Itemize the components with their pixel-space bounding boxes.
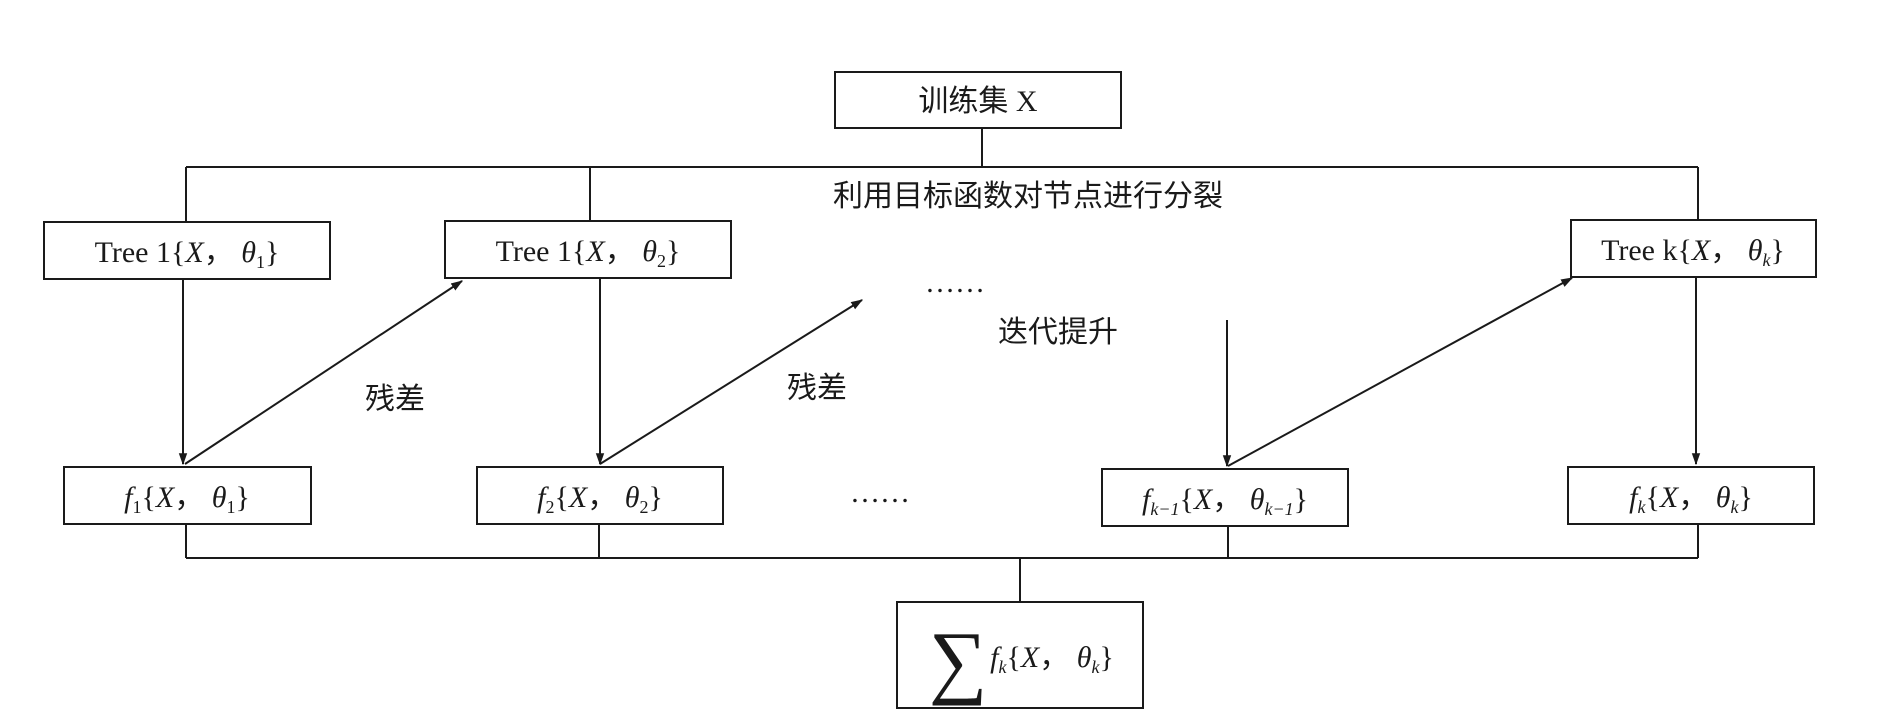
sum-tsub: k bbox=[1091, 657, 1100, 677]
f2-tsub: 2 bbox=[639, 497, 648, 517]
fk-theta: θ bbox=[1716, 481, 1731, 514]
tree-1-sub: 1 bbox=[256, 252, 265, 272]
tree-k-label: Tree k{X， θk} bbox=[1601, 234, 1785, 270]
f1-box bbox=[63, 466, 312, 525]
fk-fsub: k bbox=[1637, 497, 1646, 517]
sum-x: X bbox=[1020, 641, 1041, 674]
dots-top: …… bbox=[925, 266, 985, 299]
connectors bbox=[185, 128, 1699, 602]
tree-2-x: X bbox=[585, 235, 606, 268]
f1-fsub: 1 bbox=[132, 497, 141, 517]
tree-k-x: X bbox=[1691, 234, 1712, 267]
tree-1-theta: θ bbox=[241, 236, 256, 269]
split-label: 利用目标函数对节点进行分裂 bbox=[833, 180, 1223, 213]
fk-1-theta: θ bbox=[1250, 483, 1265, 516]
tree-2-box bbox=[444, 220, 732, 279]
iter-label: 迭代提升 bbox=[998, 316, 1118, 349]
f1-x: X bbox=[155, 481, 176, 514]
residual-label-1: 残差 bbox=[365, 383, 425, 416]
tree-2-theta: θ bbox=[642, 235, 657, 268]
tree-k-name: Tree k bbox=[1601, 234, 1677, 267]
f1-tsub: 1 bbox=[226, 497, 235, 517]
tree-2-name: Tree 1 bbox=[496, 235, 572, 268]
f2-x: X bbox=[568, 481, 589, 514]
f1-theta: θ bbox=[212, 481, 227, 514]
fk-1-x: X bbox=[1193, 483, 1214, 516]
training-set-label: 训练集 X bbox=[918, 85, 1037, 118]
f2-theta: θ bbox=[625, 481, 640, 514]
fk-box bbox=[1567, 466, 1815, 525]
tree-k-sub: k bbox=[1762, 250, 1771, 270]
tree-k-theta: θ bbox=[1748, 234, 1763, 267]
sum-symbol: ∑ bbox=[929, 615, 987, 706]
sum-box bbox=[896, 601, 1144, 709]
arrow-residual-2 bbox=[599, 299, 864, 465]
arrows bbox=[178, 277, 1701, 468]
tree-1-label: Tree 1{X， θ1} bbox=[95, 236, 280, 272]
tree-2-label: Tree 1{X， θ2} bbox=[496, 235, 681, 271]
tree-2-sub: 2 bbox=[657, 251, 666, 271]
tree-1-x: X bbox=[184, 236, 205, 269]
tree-1-name: Tree 1 bbox=[95, 236, 171, 269]
tree-1-box bbox=[43, 221, 331, 280]
fk-1-label: fk−1{X， θk−1} bbox=[1142, 483, 1308, 519]
sum-theta: θ bbox=[1077, 641, 1092, 674]
sum-expression: fk{X， θk} bbox=[990, 641, 1114, 677]
f2-box bbox=[476, 466, 724, 525]
f2-fsub: 2 bbox=[545, 497, 554, 517]
fk-tsub: k bbox=[1730, 497, 1739, 517]
dots-bottom: …… bbox=[850, 476, 910, 509]
residual-label-2: 残差 bbox=[787, 372, 847, 405]
training-set-box bbox=[834, 71, 1122, 129]
arrow-residual-k bbox=[1227, 277, 1574, 467]
fk-1-fsub: k−1 bbox=[1150, 499, 1179, 519]
fk-1-tsub: k−1 bbox=[1264, 499, 1293, 519]
tree-k-box bbox=[1570, 219, 1817, 278]
arrow-residual-1 bbox=[184, 280, 464, 465]
sum-fsub: k bbox=[998, 657, 1007, 677]
fk-1-box bbox=[1101, 468, 1349, 527]
fk-x: X bbox=[1659, 481, 1680, 514]
